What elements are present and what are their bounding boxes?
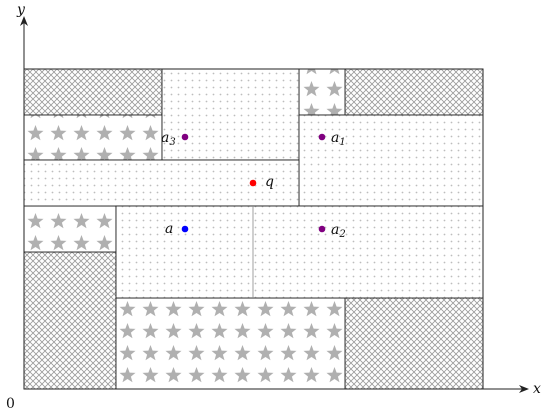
point-a1: a1: [318, 130, 346, 148]
region-stars-left-middle: [23, 205, 117, 253]
origin-label: 0: [6, 396, 15, 412]
point-a1-label: a1: [331, 130, 346, 148]
y-axis-label: y: [16, 2, 26, 18]
region-dots-middle-band: [23, 159, 300, 207]
point-q-label: q: [265, 174, 274, 190]
region-dots-top-center: [161, 68, 300, 161]
region-stars-bottom-center: [115, 297, 346, 390]
region-dots-lower-band: [115, 205, 484, 299]
point-a3-marker: [181, 133, 189, 141]
region-crosshatch-bottom-right: [344, 297, 484, 390]
region-crosshatch-top-left: [23, 68, 163, 116]
region-crosshatch-bottom-left: [23, 251, 117, 390]
point-a-marker: [181, 225, 189, 233]
point-a3-label: a3: [161, 130, 176, 148]
point-a2: a2: [318, 222, 346, 240]
point-q: q: [249, 174, 274, 190]
region-crosshatch-top-right: [344, 68, 484, 116]
point-a3: a3: [161, 130, 189, 148]
point-a1-marker: [318, 133, 326, 141]
point-a2-marker: [318, 225, 326, 233]
point-q-marker: [249, 179, 257, 187]
x-axis-label: x: [533, 381, 541, 397]
point-a-label: a: [165, 221, 173, 237]
point-a: a: [165, 221, 189, 237]
region-stars-top-small: [298, 68, 346, 116]
region-dots-right-upper: [298, 114, 484, 207]
point-a2-label: a2: [331, 222, 346, 240]
region-stars-left-upper: [23, 114, 163, 161]
